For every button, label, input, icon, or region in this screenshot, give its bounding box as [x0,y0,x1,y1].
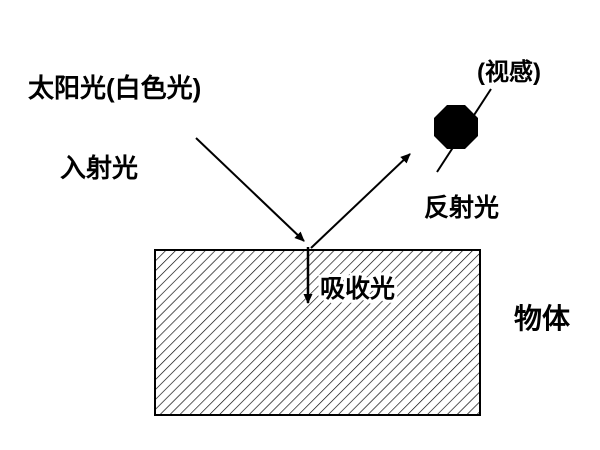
object-rectangle [154,249,481,416]
label-incident-light: 入射光 [60,153,138,183]
label-object: 物体 [514,303,571,334]
reflected-ray-arrow [310,153,411,249]
label-absorbed-light: 吸收光 [320,275,395,303]
label-visual-sense: (视感) [477,58,541,86]
label-reflected-light: 反射光 [424,194,499,222]
eye-line [436,88,492,173]
label-sunlight: 太阳光(白色光) [28,73,201,103]
incident-ray-arrow [195,137,305,242]
eye-icon [434,105,478,149]
